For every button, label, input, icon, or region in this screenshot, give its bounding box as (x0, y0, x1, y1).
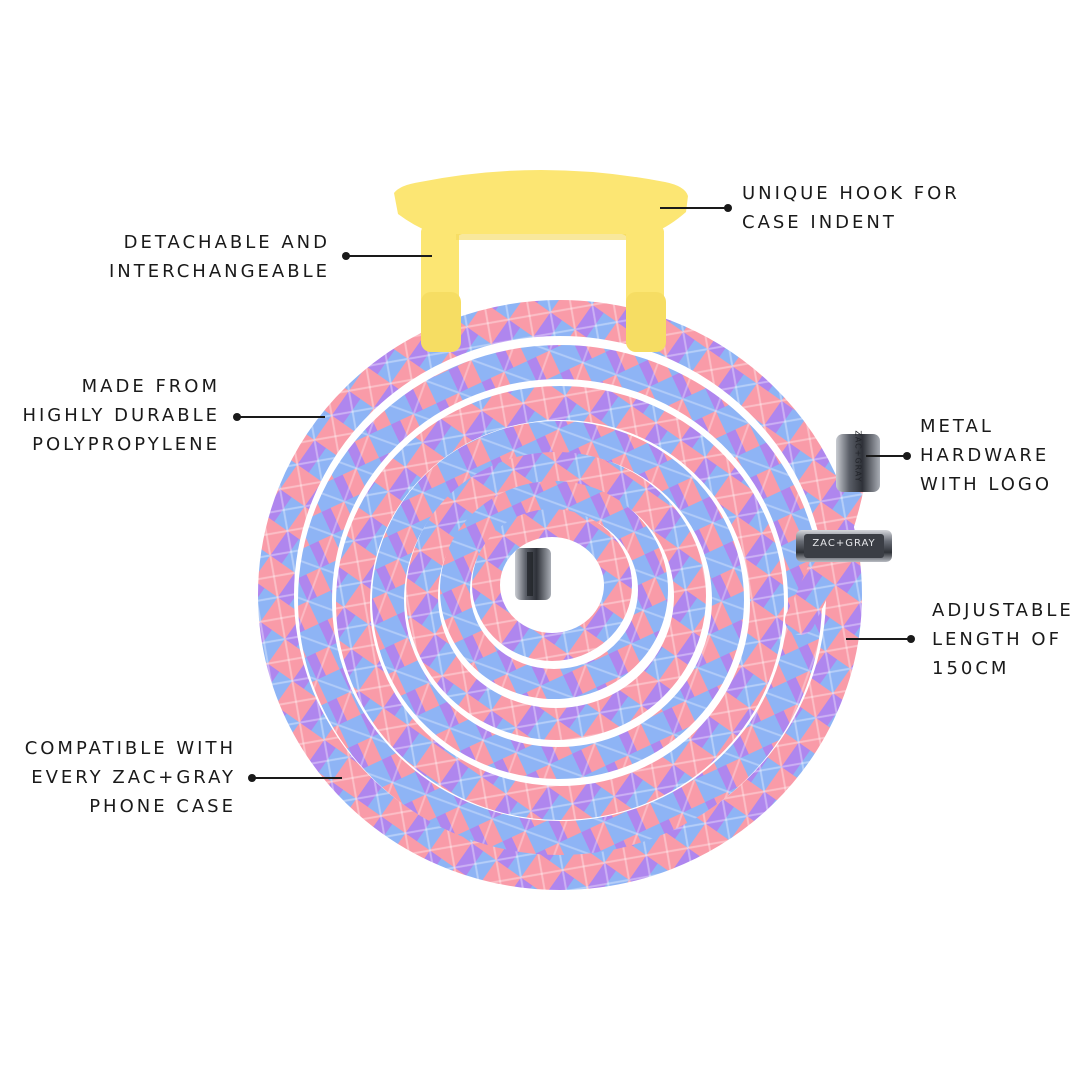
callout-detachable-text: DETACHABLE AND INTERCHANGEABLE (109, 228, 330, 286)
callout-material-text: MADE FROM HIGHLY DURABLE POLYPROPYLENE (22, 372, 220, 459)
callout-length-dot (907, 635, 915, 643)
callout-hardware-line-2: HARDWARE (920, 445, 1050, 466)
callout-detachable-line-1: DETACHABLE AND (123, 232, 330, 253)
slider-logo-text: ZAC+GRAY (812, 538, 876, 549)
metal-end-cap-center (515, 548, 551, 600)
callout-hardware-line-1: METAL (920, 416, 994, 437)
callout-compatible-leader (252, 777, 342, 779)
callout-hardware-text: METAL HARDWARE WITH LOGO (920, 412, 1052, 499)
callout-length-line-1: ADJUSTABLE (932, 600, 1074, 621)
callout-material-line-1: MADE FROM (81, 376, 220, 397)
callout-hardware-line-3: WITH LOGO (920, 474, 1053, 495)
cord-coil (258, 300, 862, 890)
callout-hook-leader (660, 207, 728, 209)
metal-end-cap-top (836, 434, 880, 492)
callout-detachable-line-2: INTERCHANGEABLE (108, 261, 330, 282)
callout-material-line-2: HIGHLY DURABLE (22, 405, 220, 426)
callout-hook-dot (724, 204, 732, 212)
callout-compatible-line-3: PHONE CASE (89, 796, 236, 817)
callout-detachable-leader (346, 255, 432, 257)
callout-material-leader (237, 416, 325, 418)
callout-material-line-3: POLYPROPYLENE (32, 434, 220, 455)
callout-compatible-line-1: COMPATIBLE WITH (24, 738, 236, 759)
callout-compatible-text: COMPATIBLE WITH EVERY ZAC+GRAY PHONE CAS… (25, 734, 236, 821)
callout-hook-line-2: CASE INDENT (742, 212, 897, 233)
cap-logo-text: ZAC+GRAY (853, 430, 863, 483)
metal-slider-logo (796, 530, 892, 562)
callout-length-line-3: 150CM (932, 658, 1010, 679)
callout-length-line-2: LENGTH OF (932, 629, 1062, 650)
callout-length-text: ADJUSTABLE LENGTH OF 150CM (932, 596, 1074, 683)
callout-length-leader (846, 638, 908, 640)
callout-hardware-leader (866, 455, 906, 457)
callout-compatible-line-2: EVERY ZAC+GRAY (31, 767, 236, 788)
callout-hook-line-1: UNIQUE HOOK FOR (742, 183, 960, 204)
callout-hook-text: UNIQUE HOOK FOR CASE INDENT (742, 179, 960, 237)
callout-hardware-dot (903, 452, 911, 460)
